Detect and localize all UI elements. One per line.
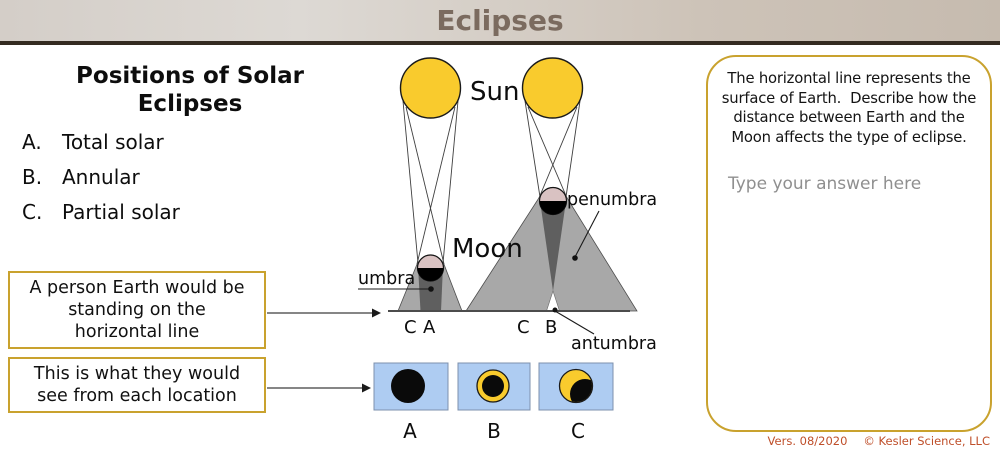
sun-circle-right (521, 57, 584, 119)
list-item-total-solar: A. Total solar (22, 130, 180, 154)
umbra-label: umbra (358, 269, 415, 289)
position-letter-a: A (423, 317, 436, 338)
callout-line: This is what they would (33, 364, 241, 384)
heading-line-2: Eclipses (137, 91, 243, 118)
sun-circle-left (399, 57, 462, 119)
total-eclipse-disc (391, 369, 425, 403)
label-leader-lines (358, 210, 600, 335)
penumbra-label: penumbra (567, 190, 657, 210)
moon-label: Moon (452, 234, 523, 264)
moon-shadow-half-left (417, 268, 444, 281)
umbra-pointer-dot (428, 286, 434, 292)
answer-panel: The horizontal line represents the surfa… (706, 55, 992, 432)
answer-input[interactable]: Type your answer here (728, 173, 922, 194)
page-title: Eclipses (436, 4, 564, 37)
partial-moon-disc (570, 379, 592, 402)
penumbra-pointer-dot (572, 255, 578, 261)
list-letter: C. (22, 200, 43, 224)
callout-what-they-see: This is what they would see from each lo… (8, 357, 266, 413)
umbra-shape-right (540, 201, 566, 291)
view-label-a: A (403, 419, 417, 443)
header-bar: Eclipses (0, 0, 1000, 45)
moon-shadow-half-right (539, 201, 567, 215)
view-label-b: B (487, 419, 501, 443)
heading-line-1: Positions of Solar (76, 63, 304, 89)
callout-line: standing on the (68, 300, 206, 320)
position-letter-b: B (545, 317, 557, 338)
callout-person-on-line: A person Earth would be standing on the … (8, 271, 266, 349)
eclipse-type-list: A. Total solar B. Annular C. Partial sol… (22, 130, 180, 235)
list-item-annular: B. Annular (22, 165, 180, 189)
list-letter: B. (22, 165, 43, 189)
callout-line: see from each location (37, 386, 237, 406)
antumbra-label: antumbra (571, 334, 657, 354)
list-letter: A. (22, 130, 42, 154)
list-label: Partial solar (62, 200, 180, 224)
copyright-text: © Kesler Science, LLC (863, 434, 990, 448)
section-heading: Positions of Solar Eclipses (25, 62, 355, 118)
callout-line: horizontal line (74, 322, 200, 342)
list-item-partial-solar: C. Partial solar (22, 200, 180, 224)
version-text: Vers. 08/2020 (767, 434, 848, 448)
question-prompt: The horizontal line represents the surfa… (721, 70, 977, 147)
footer: Vers. 08/2020 © Kesler Science, LLC (768, 434, 990, 448)
position-letter-c-right: C (517, 317, 530, 338)
antumbra-pointer-dot (552, 307, 558, 313)
arrowhead-to-views (362, 383, 371, 393)
list-label: Annular (62, 165, 140, 189)
callout-line: A person Earth would be (29, 278, 245, 298)
annular-disc (482, 375, 504, 397)
view-label-c: C (571, 419, 585, 443)
sun-rays (402, 100, 581, 265)
sun-label: Sun (470, 77, 519, 107)
position-letter-c-left: C (404, 317, 417, 338)
list-label: Total solar (62, 130, 164, 154)
eclipse-views (373, 362, 614, 411)
arrowhead-to-line (372, 308, 381, 318)
